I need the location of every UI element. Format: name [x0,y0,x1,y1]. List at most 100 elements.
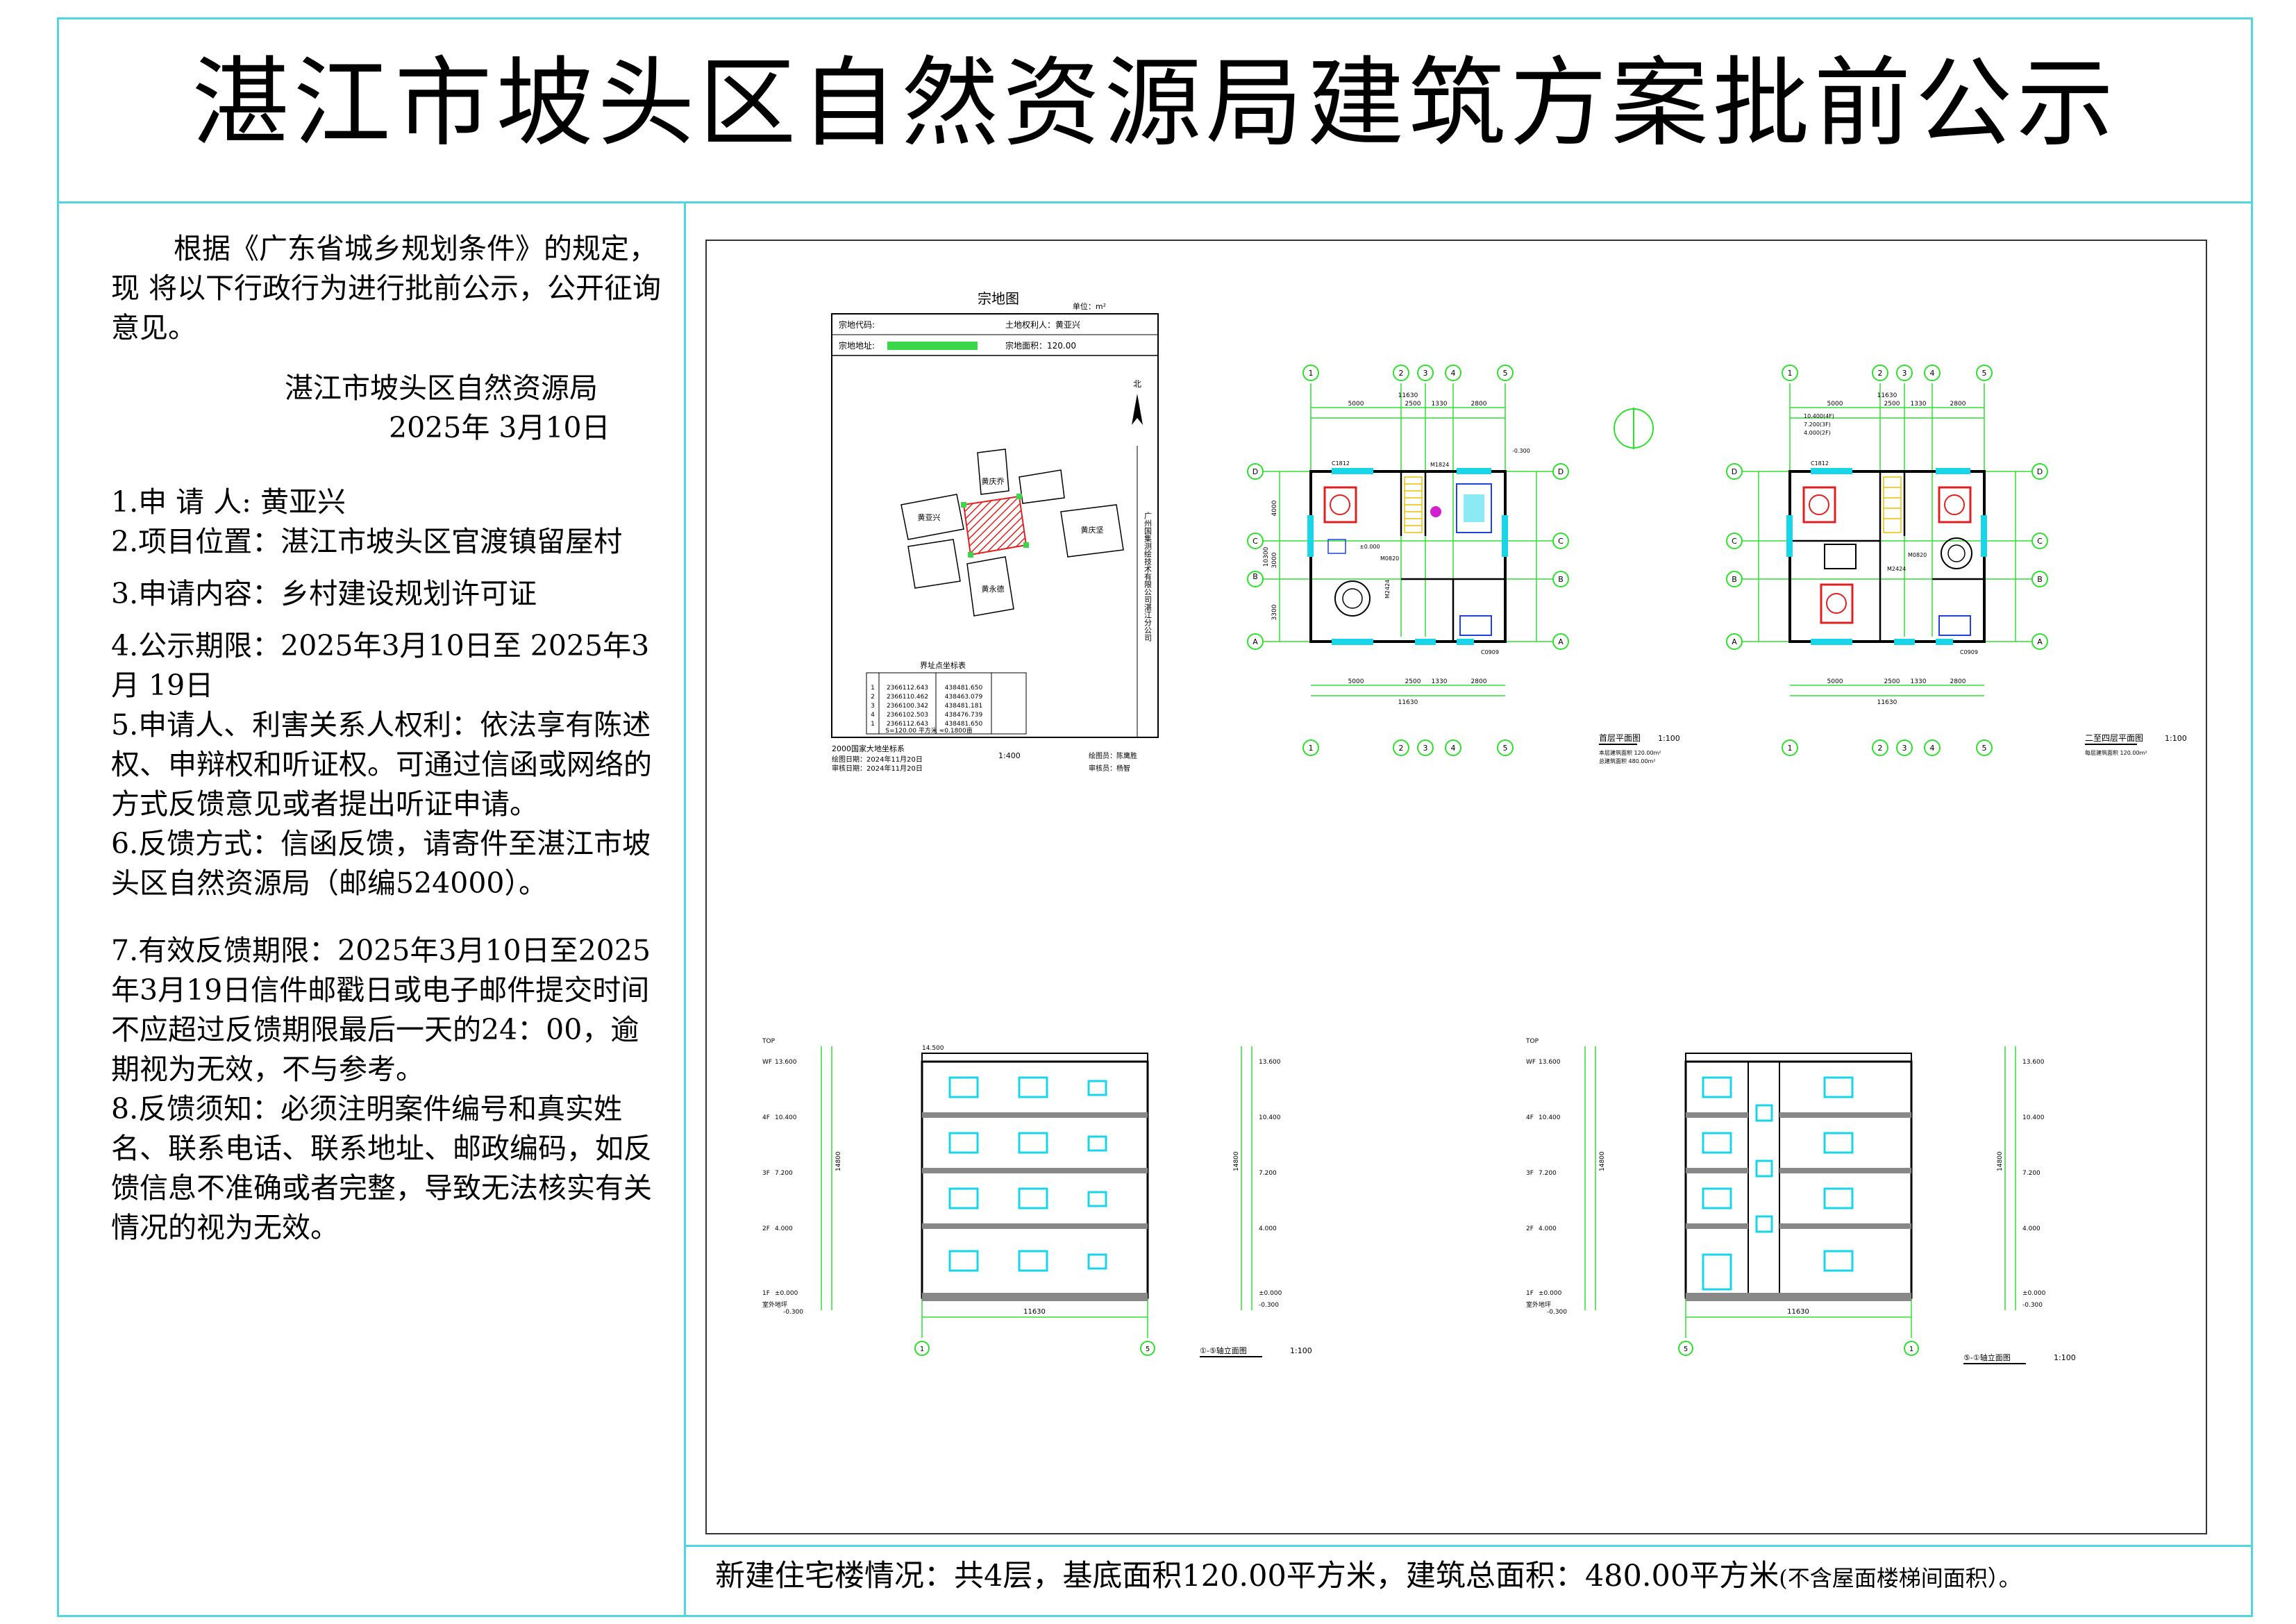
site-area-label: 宗地面积：120.00 [1005,340,1076,351]
neighbor-label-4: 黄永德 [982,584,1005,594]
svg-text:D: D [1732,467,1737,476]
svg-text:±0.000: ±0.000 [1359,544,1380,550]
coordinate-system: 2000国家大地坐标系 [832,744,905,753]
elev2-caption: ⑤-①轴立面图 1:100 [1963,1353,2076,1364]
survey-company: 广州国集测绘技术有限公司湛江分公司 [1143,512,1153,642]
checker: 审核员：杨智 [1089,764,1130,773]
svg-text:B: B [2037,575,2043,584]
svg-text:室外地坪: 室外地坪 [1526,1300,1551,1309]
svg-text:13.600: 13.600 [1539,1059,1561,1066]
plan1-windows [1307,468,1508,645]
svg-text:2366112.643: 2366112.643 [887,721,928,728]
notice-frame [57,17,2253,1617]
site-plan-border [831,313,1159,738]
facade-windows [948,1076,1107,1272]
svg-text:10.400: 10.400 [1259,1114,1281,1121]
svg-text:1: 1 [920,1346,924,1353]
svg-text:438481.181: 438481.181 [945,703,982,710]
svg-text:2366102.503: 2366102.503 [887,712,928,719]
svg-text:2800: 2800 [1471,678,1487,685]
svg-text:3000: 3000 [1271,552,1278,568]
svg-text:2800: 2800 [1471,401,1487,408]
svg-text:438476.739: 438476.739 [945,712,983,719]
svg-text:①-⑤轴立面图: ①-⑤轴立面图 [1200,1346,1247,1355]
bottom-divider [684,1545,2253,1547]
neighbor-label-2: 黄亚兴 [918,512,941,522]
svg-text:11630: 11630 [1877,699,1897,706]
svg-text:1:100: 1:100 [1658,734,1680,743]
neighbor-label-1: 黄庆乔 [982,476,1005,486]
item-location: 2.项目位置：湛江市坡头区官渡镇留屋村 [111,525,623,558]
svg-text:1: 1 [1309,744,1314,753]
svg-text:3300: 3300 [1271,604,1278,620]
page-title: 湛江市坡头区自然资源局建筑方案批前公示 [192,47,2118,160]
svg-text:±0.000: ±0.000 [1259,1290,1282,1297]
desk-icon [1327,539,1346,554]
svg-text:5000: 5000 [1348,678,1364,685]
svg-text:2500: 2500 [1405,678,1421,685]
svg-text:5000: 5000 [1348,401,1364,408]
svg-text:3F: 3F [1526,1170,1534,1177]
stair-icon [1883,476,1902,533]
svg-text:1: 1 [1788,369,1793,378]
site-owner-label: 土地权利人：黄亚兴 [1005,320,1080,330]
svg-text:7.200(3F): 7.200(3F) [1804,421,1831,428]
building-summary: 新建住宅楼情况：共4层，基底面积120.00平方米，建筑总面积：480.00平方… [715,1555,2021,1599]
svg-text:4F: 4F [1526,1114,1534,1121]
item-period: 4.公示期限：2025年3月10日至 2025年3月 19日 [111,629,650,702]
facade-windows [1702,1076,1854,1291]
bathtub-icon [1459,615,1492,636]
sofa-icon [1430,483,1492,533]
svg-text:7.200: 7.200 [1259,1170,1277,1177]
svg-text:13.600: 13.600 [2022,1059,2045,1066]
check-date: 审核日期：2024年11月20日 [832,764,923,773]
svg-text:5000: 5000 [1827,678,1843,685]
svg-text:438463.079: 438463.079 [945,694,983,701]
item-applicant: 1.申 请 人: 黄亚兴 [111,485,346,519]
svg-text:5: 5 [1503,369,1508,378]
svg-text:M2424: M2424 [1887,566,1906,572]
item-feedback-notes: 8.反馈须知：必须注明案件编号和真实姓名、联系电话、联系地址、邮政编码，如反馈信… [111,1092,652,1244]
svg-text:2800: 2800 [1950,401,1966,408]
rear-elevation: 5 1 11630 [1525,1038,2076,1364]
svg-text:TOP: TOP [762,1038,776,1045]
svg-text:4.000(2F): 4.000(2F) [1804,430,1831,436]
svg-text:1:100: 1:100 [2054,1353,2076,1362]
svg-text:2: 2 [871,694,875,701]
notice-text: 根据《广东省城乡规划条件》的规定，现 将以下行政行为进行批前公示，公开征询意见。… [111,229,667,1248]
item-content: 3.申请内容：乡村建设规划许可证 [111,577,537,610]
svg-text:⑤-①轴立面图: ⑤-①轴立面图 [1963,1353,2011,1362]
svg-text:13.600: 13.600 [1259,1059,1281,1066]
drawing-panel: 宗地图 单位：m² 宗地代码: 土地权利人：黄亚兴 宗地地址: 宗地面积：120… [705,240,2207,1534]
svg-text:A: A [1732,637,1737,646]
svg-text:7.200: 7.200 [775,1170,793,1177]
draw-date: 绘图日期：2024年11月20日 [832,755,923,764]
svg-text:4: 4 [871,712,875,719]
floor-bands [922,1112,1148,1301]
intro-paragraph: 根据《广东省城乡规划条件》的规定，现 将以下行政行为进行批前公示，公开征询意见。 [111,232,662,344]
floor-bands [1686,1112,1911,1301]
svg-text:±0.000: ±0.000 [1539,1290,1562,1297]
svg-text:总建筑面积 480.00m²: 总建筑面积 480.00m² [1599,757,1656,764]
parcel-boundary-points [961,494,1029,558]
svg-text:1: 1 [1909,1346,1913,1353]
svg-text:1330: 1330 [1911,678,1927,685]
neighbor-label-3: 黄庆坚 [1081,525,1104,535]
svg-text:C1812: C1812 [1811,460,1829,467]
svg-text:11630: 11630 [1787,1308,1809,1316]
svg-text:2366110.462: 2366110.462 [887,694,928,701]
axis-bubble [1678,1341,1693,1356]
svg-text:-0.300: -0.300 [1512,448,1530,454]
building-facade [1684,1060,1913,1299]
svg-text:A: A [2037,637,2043,646]
svg-text:10.400(4F): 10.400(4F) [1804,413,1834,419]
svg-text:C1812: C1812 [1332,460,1350,467]
svg-text:5: 5 [1503,744,1508,753]
svg-text:2500: 2500 [1884,678,1900,685]
plan2-windows [1786,468,1987,645]
svg-text:C: C [2037,537,2043,546]
bed-icon [1802,486,1836,524]
svg-text:每层建筑面积 120.00m²: 每层建筑面积 120.00m² [2085,749,2147,756]
drawer: 绘图员：陈鹰胜 [1089,751,1137,760]
